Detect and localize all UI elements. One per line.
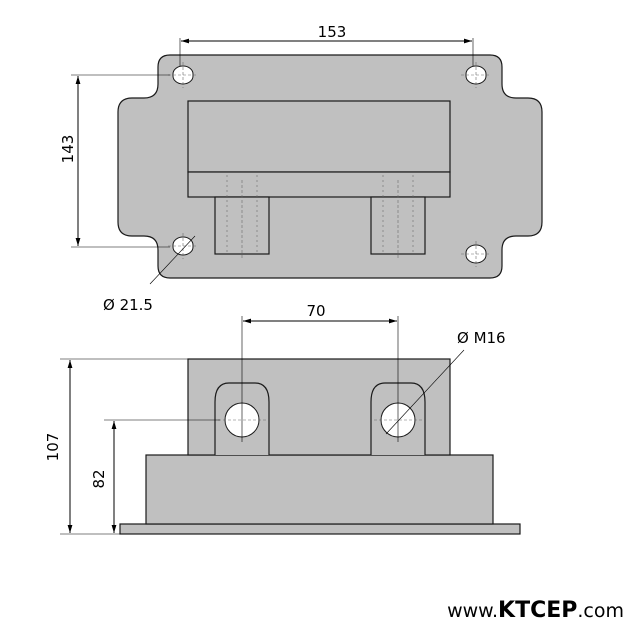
width-dimension-label: 153 xyxy=(318,23,347,41)
side-view: 70 Ø M16 107 82 xyxy=(44,302,521,535)
thread-size-label: Ø M16 xyxy=(457,329,506,347)
hole-diameter-label: Ø 21.5 xyxy=(103,296,153,314)
brand-watermark: www.KTCEP.com xyxy=(447,598,624,623)
thread-leader-line xyxy=(385,349,465,435)
lower-body xyxy=(145,454,494,525)
total-height-label: 107 xyxy=(44,433,62,462)
body-top xyxy=(187,100,451,173)
hole-leader-line xyxy=(149,235,196,285)
body-rail xyxy=(187,171,451,198)
spacing-dimension-label: 70 xyxy=(306,302,325,320)
base-flange xyxy=(119,523,521,535)
top-view: 153 143 Ø 21.5 xyxy=(59,23,543,314)
axis-height-label: 82 xyxy=(90,469,108,488)
height-dimension-label: 143 xyxy=(59,135,77,164)
